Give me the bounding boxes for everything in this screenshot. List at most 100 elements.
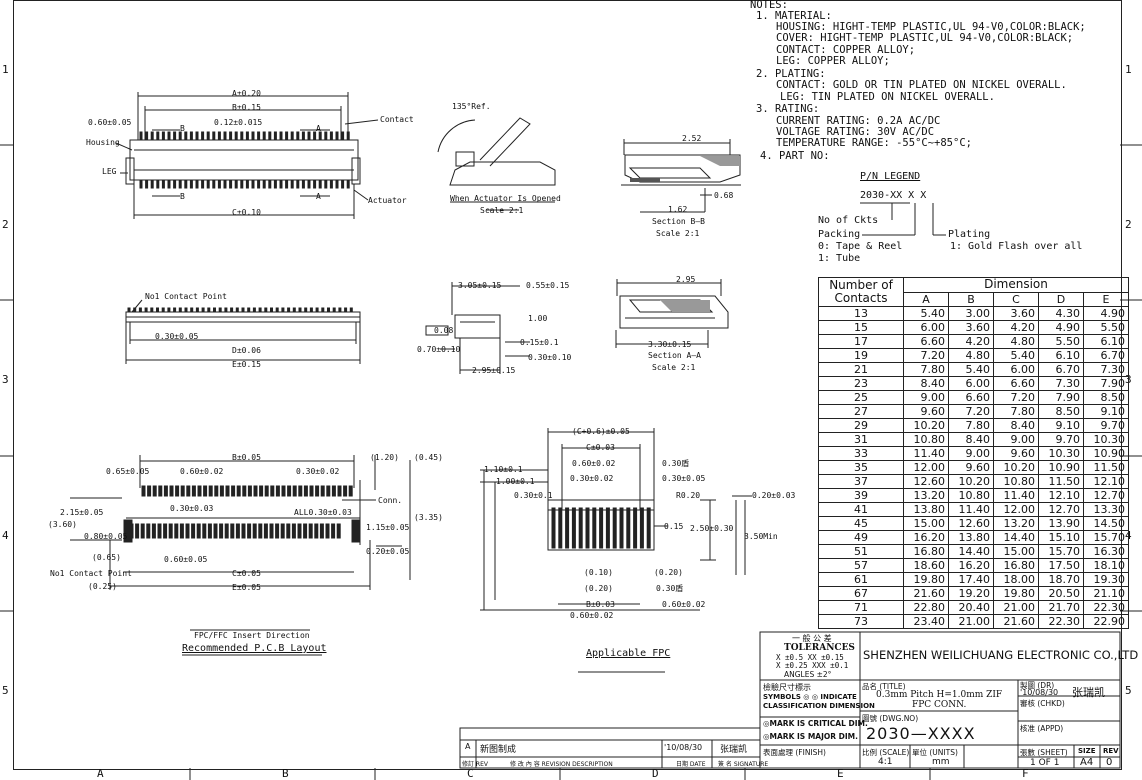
cell-dimension: 17.40 xyxy=(948,571,994,587)
front-pin xyxy=(195,307,199,313)
fpc-finger xyxy=(605,507,610,549)
pcb-120: (1.20) xyxy=(370,453,399,462)
cell-dimension: 3.60 xyxy=(993,305,1039,321)
contact-pin xyxy=(189,179,193,189)
fpc-finger xyxy=(599,507,604,549)
contact-pin xyxy=(329,131,333,141)
pcb-pad xyxy=(236,485,241,497)
cell-dimension: 16.20 xyxy=(948,557,994,573)
header-dimension: Dimension xyxy=(903,277,1129,293)
pcb-025: (0.25) xyxy=(88,582,117,591)
contact-pin xyxy=(184,131,188,141)
cell-dimension: 15.70 xyxy=(1038,543,1084,559)
pcb-045: (0.45) xyxy=(414,453,443,462)
contact-pin xyxy=(150,131,154,141)
section-bb-caption: Section B—B xyxy=(652,217,705,226)
pcb-pad xyxy=(253,485,258,497)
cell-dimension: 9.60 xyxy=(903,403,949,419)
contact-pin xyxy=(195,131,199,141)
contact-pin xyxy=(307,179,311,189)
front-pin xyxy=(178,307,182,313)
contact-pin xyxy=(212,179,216,189)
zone-b: B xyxy=(282,767,289,780)
cell-contacts: 57 xyxy=(818,557,904,573)
cell-dimension: 13.90 xyxy=(1038,515,1084,531)
cell-contacts: 25 xyxy=(818,389,904,405)
cell-dimension: 10.80 xyxy=(903,431,949,447)
pcb-pad xyxy=(146,523,151,539)
pcb-020: 0.20±0.05 xyxy=(366,547,410,556)
symbol-cn: 檢驗尺寸標示 xyxy=(763,683,811,692)
pcb-pad xyxy=(225,485,230,497)
contact-pin xyxy=(279,131,283,141)
pcb-pad xyxy=(252,523,257,539)
pcb-pad xyxy=(224,523,229,539)
side-a: 3.05±0.15 xyxy=(458,281,502,290)
pcb-pad xyxy=(303,485,308,497)
cell-dimension: 11.40 xyxy=(948,501,994,517)
front-pin xyxy=(235,307,239,313)
pcb-pad xyxy=(152,485,157,497)
rev-row-mark: A xyxy=(465,742,471,751)
cell-dimension: 6.70 xyxy=(1083,347,1129,363)
cell-dimension: 9.10 xyxy=(1083,403,1129,419)
pcb-pad xyxy=(203,485,208,497)
rev-label: REV xyxy=(1103,747,1119,755)
notes-line: 3. RATING: xyxy=(756,103,820,115)
cell-dimension: 3.00 xyxy=(948,305,994,321)
pcb-all: ALL0.30±0.03 xyxy=(294,508,352,517)
cell-dimension: 8.40 xyxy=(903,375,949,391)
section-bb-scale: Scale 2:1 xyxy=(656,229,700,238)
pcb-115: 1.15±0.05 xyxy=(366,523,410,532)
rev-row-desc: 新图制成 xyxy=(480,745,517,755)
cell-contacts: 49 xyxy=(818,529,904,545)
cell-dimension: 12.70 xyxy=(1083,487,1129,503)
pn-legend-packing-1: 1: Tube xyxy=(818,253,861,264)
side-e: 0.30±0.10 xyxy=(528,353,572,362)
pcb-pad xyxy=(141,485,146,497)
contact-pin xyxy=(234,179,238,189)
contact-pin xyxy=(285,131,289,141)
cell-dimension: 14.40 xyxy=(993,529,1039,545)
contact-pin xyxy=(173,179,177,189)
pcb-pad xyxy=(163,523,168,539)
fpc-030a: 0.30盾 xyxy=(662,459,690,468)
cell-dimension: 9.60 xyxy=(948,459,994,475)
cell-dimension: 5.50 xyxy=(1038,333,1084,349)
chkd-label: 審核 (CHKD) xyxy=(1020,699,1065,708)
pcb-pad xyxy=(331,523,336,539)
pcb-pad xyxy=(231,485,236,497)
cell-dimension: 18.70 xyxy=(1038,571,1084,587)
pcb-c: C±0.05 xyxy=(232,569,261,578)
cell-dimension: 11.40 xyxy=(993,487,1039,503)
front-pin xyxy=(184,307,188,313)
cell-dimension: 6.60 xyxy=(948,389,994,405)
contact-pin xyxy=(296,179,300,189)
cell-dimension: 22.80 xyxy=(903,599,949,615)
fpc-finger xyxy=(639,507,644,549)
notes-line: VOLTAGE RATING: 30V AC/DC xyxy=(776,126,935,138)
fpc-015: 0.15 xyxy=(664,522,684,531)
contact-pin xyxy=(184,179,188,189)
pcb-b: B±0.05 xyxy=(232,453,261,462)
pcb-pad xyxy=(308,523,313,539)
front-e: E±0.15 xyxy=(232,360,261,369)
major-mark: ◎MARK IS MAJOR DIM. xyxy=(763,732,858,741)
section-marker-b-top: B xyxy=(180,124,185,133)
notes-line: LEG: TIN PLATED ON NICKEL OVERALL. xyxy=(780,91,995,103)
front-pin xyxy=(173,307,177,313)
pcb-conn: Conn. xyxy=(378,496,403,505)
pcb-pad xyxy=(179,523,184,539)
side-b: 0.55±0.15 xyxy=(526,281,570,290)
fpc-r: R0.20 xyxy=(676,491,701,500)
cell-dimension: 19.80 xyxy=(903,571,949,587)
pcb-pad xyxy=(309,485,314,497)
